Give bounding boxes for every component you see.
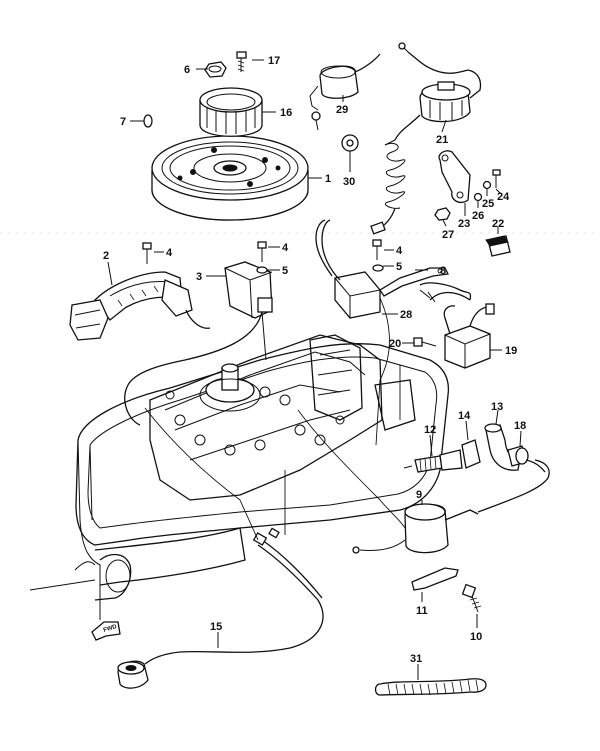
washer-30 — [341, 134, 359, 152]
ignition-coil — [404, 459, 550, 613]
label-5-right: 5 — [396, 261, 402, 273]
cable-15 — [117, 527, 324, 689]
label-29: 29 — [336, 104, 348, 116]
leader-lines — [107, 59, 522, 680]
label-28: 28 — [400, 309, 412, 321]
label-22: 22 — [492, 218, 504, 230]
label-19: 19 — [505, 345, 517, 357]
fwd-label: FWD — [103, 624, 118, 634]
label-11: 11 — [416, 605, 428, 617]
label-8: 8 — [440, 265, 446, 277]
corrugated-tube — [374, 678, 487, 696]
stop-switch — [370, 42, 482, 235]
label-12: 12 — [424, 424, 436, 436]
part-number-labels: 1 2 3 4 4 4 5 5 6 7 8 9 10 11 12 13 14 1… — [103, 55, 526, 665]
kill-switch — [309, 53, 381, 131]
rectifier-unit — [315, 219, 381, 319]
label-13: 13 — [491, 401, 503, 413]
label-4-mid: 4 — [282, 242, 289, 254]
label-24: 24 — [497, 191, 510, 203]
label-7: 7 — [120, 116, 126, 128]
label-9: 9 — [416, 489, 422, 501]
label-10: 10 — [470, 631, 482, 643]
screws-washers — [142, 239, 384, 274]
engine-block — [29, 334, 450, 620]
pulser-coil — [69, 271, 211, 341]
label-3: 3 — [196, 271, 202, 283]
label-18: 18 — [514, 420, 526, 432]
label-16: 16 — [280, 107, 292, 119]
label-4-left: 4 — [166, 247, 173, 259]
flywheel-assembly — [143, 51, 309, 221]
label-31: 31 — [410, 653, 422, 665]
wire-routing — [144, 297, 406, 554]
label-17: 17 — [268, 55, 280, 67]
label-23: 23 — [458, 218, 470, 230]
starter-relay — [413, 303, 495, 369]
label-15: 15 — [210, 621, 222, 633]
label-20: 20 — [389, 338, 401, 350]
bracket-parts — [434, 150, 511, 257]
cdi-unit — [124, 261, 273, 426]
forward-arrow-icon: FWD — [91, 621, 121, 641]
label-6: 6 — [184, 64, 190, 76]
label-1: 1 — [325, 173, 331, 185]
label-27: 27 — [442, 229, 454, 241]
label-14: 14 — [458, 410, 471, 422]
label-4-right: 4 — [396, 245, 403, 257]
spark-plug-caps — [403, 423, 546, 473]
label-26: 26 — [472, 210, 484, 222]
harness-clamp — [379, 267, 472, 303]
label-2: 2 — [103, 250, 109, 262]
label-30: 30 — [343, 176, 355, 188]
label-5-mid: 5 — [282, 265, 288, 277]
label-25: 25 — [482, 198, 494, 210]
label-21: 21 — [436, 134, 448, 146]
